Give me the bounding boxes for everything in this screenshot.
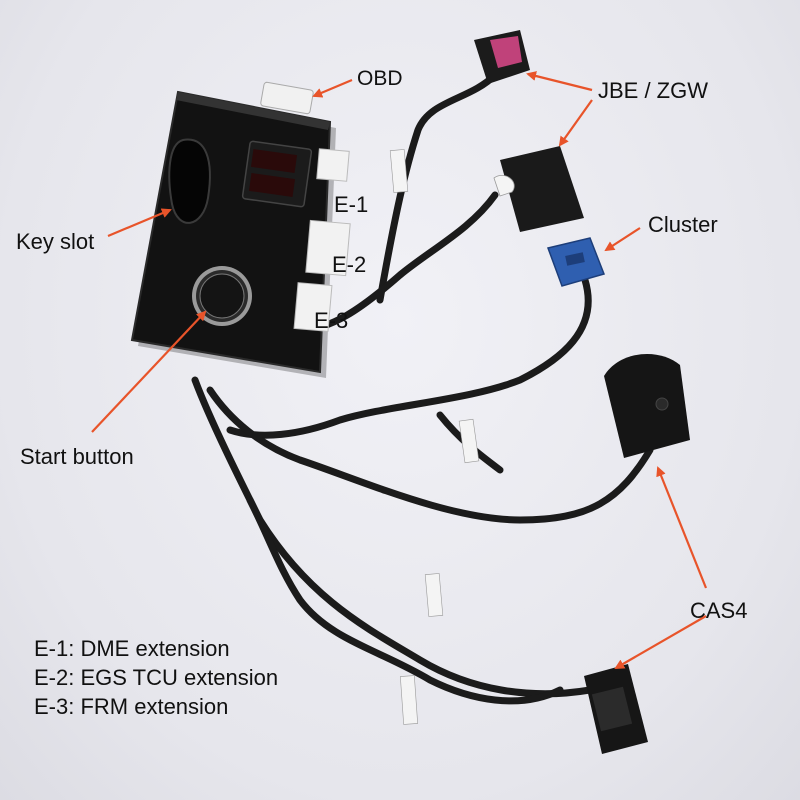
cas4-connector-large: [604, 354, 690, 458]
extension-legend: E-1: DME extension E-2: EGS TCU extensio…: [34, 634, 278, 721]
label-jbe-zgw: JBE / ZGW: [598, 78, 708, 103]
key-slot: [168, 138, 211, 224]
label-e1: E-1: [334, 192, 369, 217]
label-key-slot: Key slot: [16, 229, 95, 254]
legend-item-e2: E-2: EGS TCU extension: [34, 665, 279, 690]
cable-jbe-top: [376, 71, 499, 304]
cable-tag: [389, 149, 409, 193]
label-start-button: Start button: [20, 444, 134, 469]
label-e3: E-3: [314, 308, 349, 333]
zgw-connector: [493, 146, 584, 232]
cable-cas4-upper: [206, 386, 654, 524]
cable-tag: [458, 418, 480, 464]
obd-connector: [260, 81, 314, 115]
arrow-key-slot: [107, 208, 172, 238]
label-obd: OBD: [357, 67, 403, 90]
arrow-obd: [312, 78, 353, 98]
cable-tags: [389, 149, 480, 725]
cas4-box-device: [130, 90, 336, 378]
arrow-start-button: [91, 310, 207, 433]
arrow-zgw: [558, 99, 593, 147]
label-cluster: Cluster: [648, 212, 718, 237]
port-e1: [316, 148, 350, 182]
cable-tag: [424, 573, 444, 617]
cable-cas4-lower: [191, 376, 594, 698]
cas4-connector-small: [584, 664, 648, 754]
cable-bundle: [246, 496, 564, 705]
extension-ports: [293, 148, 351, 332]
device-body: [130, 90, 332, 374]
label-e2: E-2: [332, 252, 367, 277]
legend-item-e3: E-3: FRM extension: [34, 694, 229, 719]
cables: [191, 71, 654, 705]
voltmeter-display: [241, 140, 313, 208]
arrow-cas4-upper: [656, 466, 708, 589]
label-cas4: CAS4: [690, 598, 748, 623]
arrow-cas4-lower: [614, 615, 707, 670]
arrow-cluster: [604, 227, 641, 252]
cable-tag: [400, 675, 418, 725]
jbe-connector: [474, 30, 530, 84]
callout-arrows: [91, 71, 708, 670]
arrow-jbe: [526, 71, 593, 92]
cable-cluster: [226, 276, 592, 439]
port-e3: [293, 282, 333, 332]
device-top-edge: [176, 92, 330, 130]
legend-item-e1: E-1: DME extension: [34, 636, 230, 661]
port-e2: [305, 219, 351, 277]
start-button: [192, 266, 252, 326]
cluster-connector: [547, 237, 605, 287]
